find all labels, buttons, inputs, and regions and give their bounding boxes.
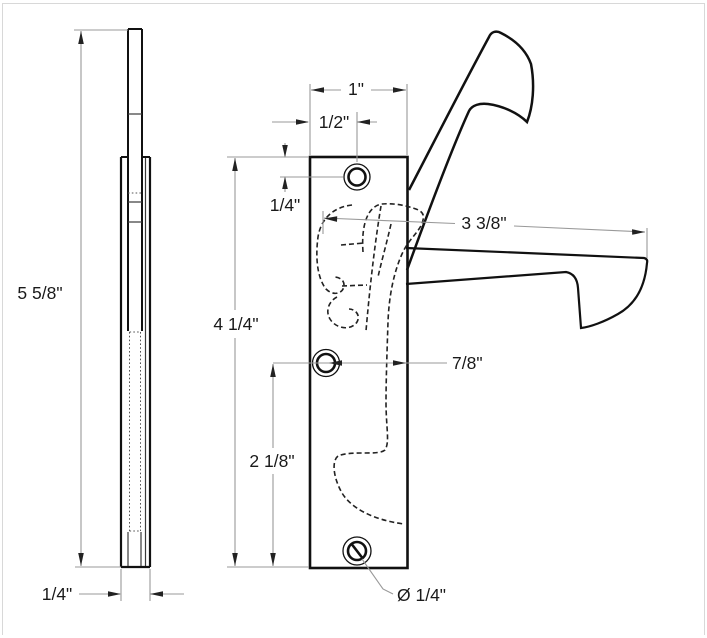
- dimension-screw-center-from-edge: [272, 112, 377, 162]
- label-screw-center-from-edge: 1/2": [319, 112, 350, 132]
- label-screw-center-from-top: 1/4": [270, 195, 301, 215]
- dimension-faceplate-width: [309, 84, 408, 155]
- lever-raised-position: [405, 30, 535, 271]
- top-screw-hole: [343, 163, 371, 191]
- dimension-screw-hole-diameter: [361, 558, 394, 595]
- screw-slot: [350, 543, 364, 559]
- dimension-pivot-to-edge: [273, 360, 447, 366]
- front-face-view: [308, 30, 649, 570]
- label-pivot-to-edge: 7/8": [452, 353, 483, 373]
- dimension-middle-hole-to-bottom: [270, 364, 276, 566]
- bolt-rod: [127, 28, 143, 331]
- side-profile-view: [119, 28, 152, 569]
- dimension-profile-thickness: [79, 569, 184, 601]
- label-middle-hole-to-bottom: 2 1/8": [249, 451, 294, 471]
- dimension-faceplate-height: [227, 158, 309, 568]
- label-profile-thickness: 1/4": [42, 584, 73, 604]
- label-lever-reach: 3 3/8": [461, 213, 506, 233]
- dimension-overall-height: [74, 29, 128, 568]
- lever-extended-position: [405, 246, 649, 330]
- channel-bracket: [119, 156, 152, 569]
- dimension-screw-center-from-top: [227, 143, 343, 192]
- label-screw-hole-diameter: Ø 1/4": [397, 585, 446, 605]
- label-faceplate-height: 4 1/4": [213, 314, 258, 334]
- dimension-labels: 5 5/8" 1/4" 1" 1/2" 1/4" 4 1/4" 2 1/8" 3…: [17, 79, 506, 605]
- label-overall-height: 5 5/8": [17, 283, 62, 303]
- bottom-screw-hole: [342, 536, 372, 566]
- label-faceplate-width: 1": [348, 79, 364, 99]
- dimension-lever-reach: [322, 211, 648, 258]
- hidden-bolt-strip: [129, 331, 141, 532]
